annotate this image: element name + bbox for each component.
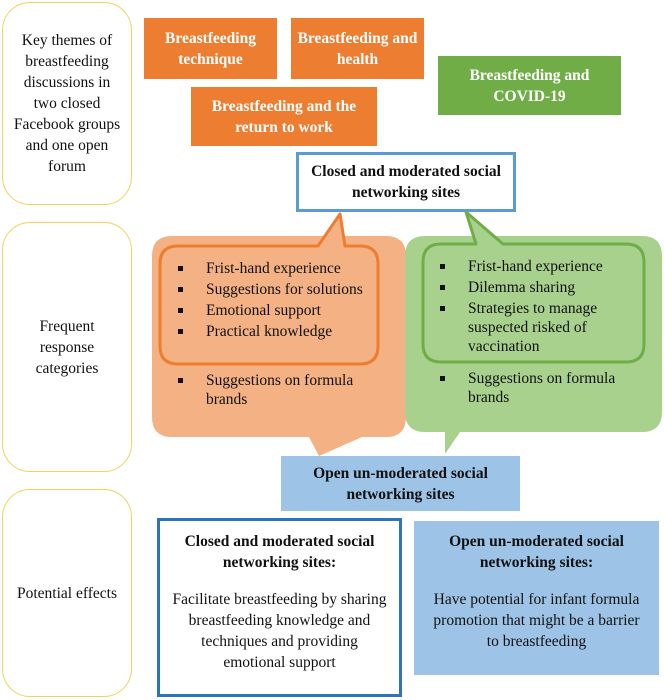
right-inner-bubble <box>421 210 646 364</box>
list-item: Frist-hand experience <box>172 259 376 278</box>
list-item: Strategies to manage suspected risked of… <box>434 299 648 356</box>
effect-open-heading: Open un-moderated social networking site… <box>449 533 624 571</box>
effect-closed-body: Facilitate breastfeeding by sharing brea… <box>172 591 387 671</box>
list-item: Suggestions on formula brands <box>434 369 648 407</box>
list-item: Practical knowledge <box>172 322 376 341</box>
right-outer-list: Suggestions on formula brands <box>434 369 648 409</box>
left-inner-list: Frist-hand experience Suggestions for so… <box>172 259 376 343</box>
list-item: Dilemma sharing <box>434 278 648 297</box>
category-themes: Key themes of breastfeeding discussions … <box>2 2 132 205</box>
effect-open-box: Open un-moderated social networking site… <box>414 521 659 675</box>
left-outer-list: Suggestions on formula brands <box>172 371 376 411</box>
theme-return-to-work: Breastfeeding and the return to work <box>191 87 377 146</box>
open-sites-label: Open un-moderated social networking site… <box>281 456 520 511</box>
effect-closed-box: Closed and moderated social networking s… <box>157 518 402 697</box>
theme-health: Breastfeeding and health <box>291 18 424 79</box>
theme-covid: Breastfeeding and COVID-19 <box>438 56 621 115</box>
effect-closed-heading: Closed and moderated social networking s… <box>184 533 375 571</box>
theme-technique: Breastfeeding technique <box>144 18 277 79</box>
list-item: Emotional support <box>172 301 376 320</box>
effect-open-body: Have potential for infant formula promot… <box>433 591 640 650</box>
closed-sites-label: Closed and moderated social networking s… <box>296 152 516 212</box>
category-responses: Frequent response categories <box>2 222 132 472</box>
left-inner-bubble <box>158 212 380 366</box>
list-item: Frist-hand experience <box>434 257 648 276</box>
list-item: Suggestions on formula brands <box>172 371 376 409</box>
category-effects: Potential effects <box>2 489 132 697</box>
list-item: Suggestions for solutions <box>172 280 376 299</box>
right-inner-list: Frist-hand experience Dilemma sharing St… <box>434 257 648 358</box>
